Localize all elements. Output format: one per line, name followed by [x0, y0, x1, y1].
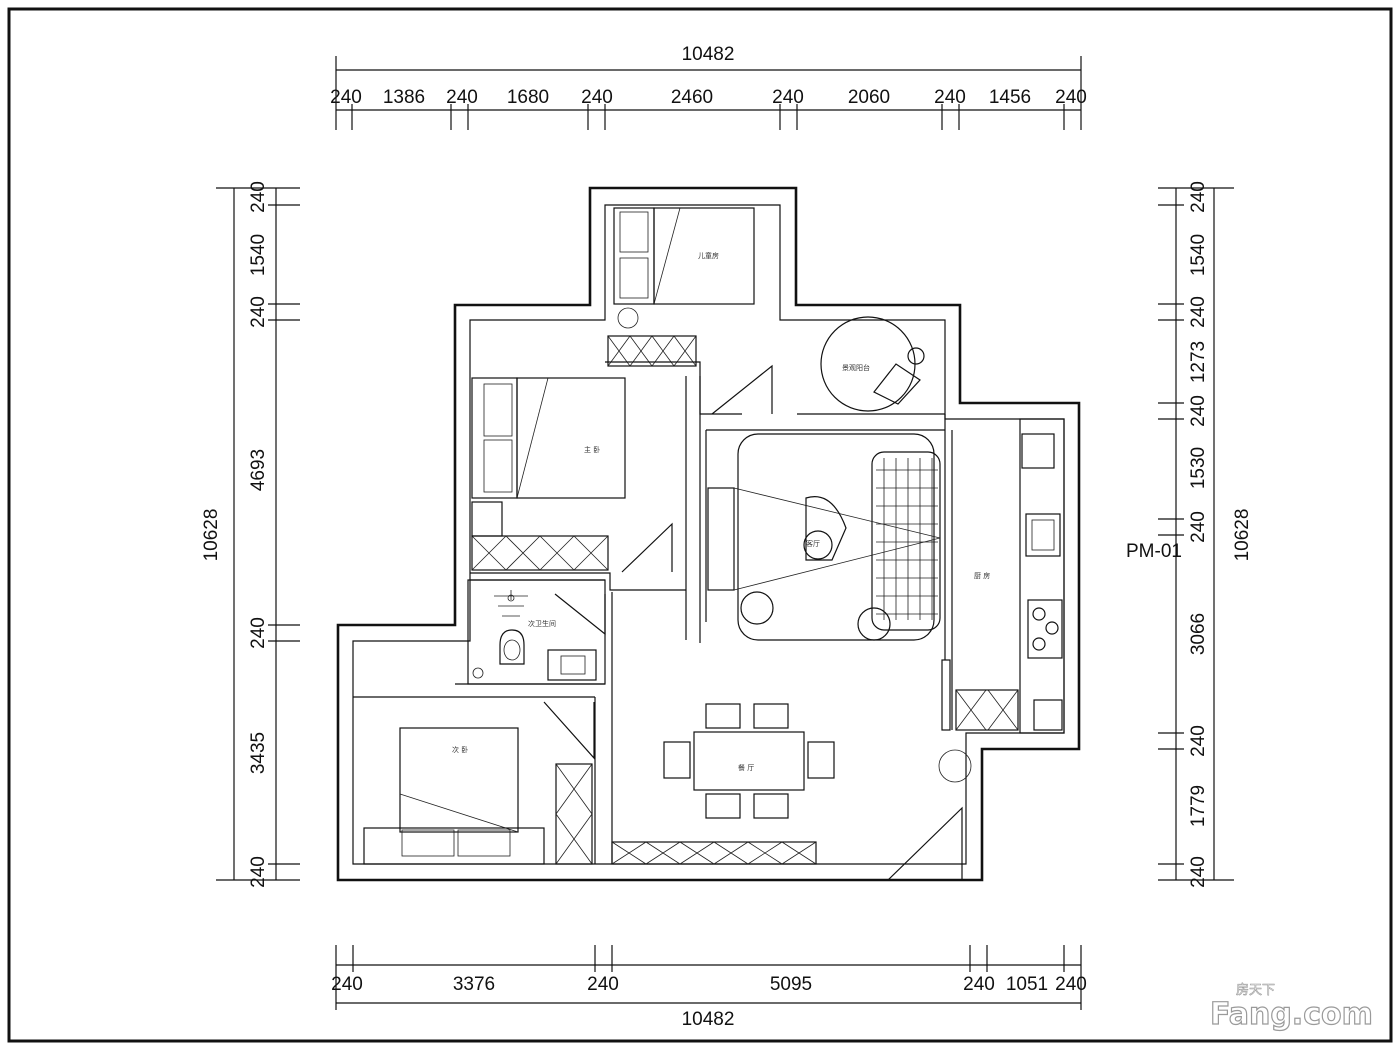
kitchen: 厨 房 [938, 418, 1065, 783]
right-dim-segment: 1273 [1188, 341, 1209, 383]
top-dim-segment: 240 [581, 87, 613, 108]
room-label-children: 儿童房 [698, 251, 719, 260]
drawing-code-label: PM-01 [1126, 541, 1182, 562]
top-dim-segment: 240 [1055, 87, 1087, 108]
right-total-dimension: 10628 [1232, 509, 1253, 562]
right-dim-segment: 240 [1188, 725, 1209, 757]
bottom-total-dimension: 10482 [682, 1009, 735, 1030]
room-label-balcony: 景观阳台 [842, 363, 870, 372]
right-dim-segment: 1540 [1188, 234, 1209, 276]
top-dim-segment: 2060 [848, 87, 890, 108]
bottom-dim-segment: 240 [963, 974, 995, 995]
left-dim-segment: 1540 [248, 234, 269, 276]
bottom-dim-segment: 240 [587, 974, 619, 995]
top-dim-segment: 1680 [507, 87, 549, 108]
room-label-secondary: 次 卧 [452, 745, 468, 754]
inner-wall-outline [352, 204, 1065, 865]
children-room: 儿童房 [607, 207, 773, 415]
top-dim-segment: 240 [772, 87, 804, 108]
watermark-logo-chinese: 房天下 [1236, 982, 1275, 998]
left-dim-segment: 240 [248, 181, 269, 213]
right-dim-segment: 240 [1188, 181, 1209, 213]
top-dim-segment: 1456 [989, 87, 1031, 108]
left-dim-segment: 240 [248, 856, 269, 888]
right-dimension-chain: 240 1540 240 1273 240 1530 240 3066 240 … [1158, 181, 1253, 888]
top-total-dimension: 10482 [682, 44, 735, 65]
bottom-dim-segment: 240 [1055, 974, 1087, 995]
top-dim-segment: 240 [446, 87, 478, 108]
fang-logo-watermark: Fang.com 房天下 [1209, 982, 1373, 1033]
balcony: 景观阳台 [820, 316, 925, 412]
bottom-dimension-chain: 240 3376 240 5095 240 1051 240 10482 [331, 945, 1087, 1030]
right-dim-segment: 1530 [1188, 447, 1209, 489]
bathroom: 次卫生间 [472, 590, 606, 681]
bottom-dim-segment: 240 [331, 974, 363, 995]
drawing-frame [7, 7, 1393, 1043]
interior-walls [353, 361, 953, 864]
top-dim-segment: 240 [934, 87, 966, 108]
room-label-master: 主 卧 [584, 445, 600, 454]
top-dim-segment: 240 [330, 87, 362, 108]
left-dimension-chain: 10628 240 1540 240 4693 240 3435 240 [201, 181, 300, 888]
watermark-logo-text: Fang.com [1210, 997, 1373, 1032]
top-dim-segment: 2460 [671, 87, 713, 108]
left-dim-segment: 4693 [248, 449, 269, 491]
right-dim-segment: 240 [1188, 511, 1209, 543]
room-label-living: 客厅 [806, 539, 820, 548]
outer-wall-outline [336, 186, 1081, 882]
bottom-dim-segment: 5095 [770, 974, 812, 995]
master-bedroom: 主 卧 [471, 377, 673, 573]
left-total-dimension: 10628 [201, 509, 222, 562]
top-dim-segment: 1386 [383, 87, 425, 108]
room-label-kitchen: 厨 房 [974, 571, 990, 580]
room-label-bathroom: 次卫生间 [528, 619, 556, 628]
dining-area: 餐 厅 [611, 703, 963, 881]
right-dim-segment: 240 [1188, 856, 1209, 888]
left-dim-segment: 240 [248, 617, 269, 649]
right-dim-segment: 3066 [1188, 613, 1209, 655]
left-dim-segment: 240 [248, 296, 269, 328]
top-dimension-chain: 10482 240 1386 240 1680 240 2460 240 206… [330, 44, 1087, 130]
left-dim-segment: 3435 [248, 732, 269, 774]
secondary-bedroom: 次 卧 [363, 701, 595, 865]
bottom-dim-segment: 3376 [453, 974, 495, 995]
bottom-dim-segment: 1051 [1006, 974, 1048, 995]
living-room: 客厅 [707, 433, 941, 641]
right-dim-segment: 240 [1188, 395, 1209, 427]
right-dim-segment: 1779 [1188, 785, 1209, 827]
right-dim-segment: 240 [1188, 296, 1209, 328]
room-label-dining: 餐 厅 [738, 763, 754, 772]
